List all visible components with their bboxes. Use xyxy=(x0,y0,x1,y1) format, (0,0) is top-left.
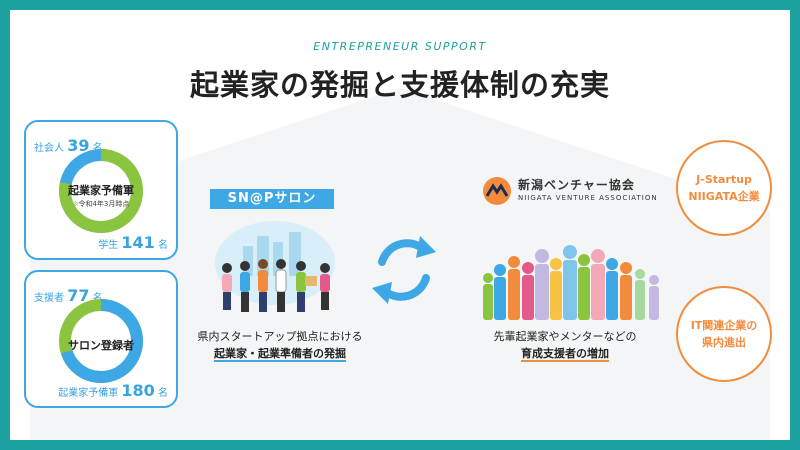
silhouette xyxy=(550,258,562,320)
stat-bottom-value: 180 xyxy=(121,381,155,400)
circle-line2: 県内進出 xyxy=(701,336,746,349)
note-text: 令和4年3月時点 xyxy=(78,200,130,208)
it-companies-circle: IT関連企業の 県内進出 xyxy=(676,286,772,382)
stat-bottom-label: 起業家予備軍 xyxy=(58,388,119,399)
note-mark: ※ xyxy=(72,200,79,208)
team-illustration xyxy=(215,221,335,312)
stat-top-value: 39 xyxy=(67,136,90,155)
stat-top-label: 社会人 xyxy=(34,143,64,154)
donut-main-segment xyxy=(59,149,143,233)
circle-line1: IT関連企業の xyxy=(690,319,758,332)
nva-caption-line1: 先輩起業家やメンターなどの xyxy=(493,330,637,343)
nva-subtitle: NIIGATA VENTURE ASSOCIATION xyxy=(518,194,658,202)
stat-card-entrepreneurs: 社会人 39 名 起業家予備軍 ※令和4年3月時点 学生 141 名 xyxy=(24,120,178,260)
person-figure xyxy=(258,259,268,312)
person-figure xyxy=(222,263,232,310)
silhouette xyxy=(620,262,632,320)
silhouette xyxy=(535,249,549,320)
nva-name: 新潟ベンチャー協会 xyxy=(518,178,635,192)
nva-caption-highlight: 育成支援者の増加 xyxy=(521,347,609,362)
page-title: 起業家の発掘と支援体制の充実 xyxy=(189,68,610,102)
person-figure xyxy=(320,263,330,310)
snap-salon-badge: SN@Pサロン xyxy=(210,189,334,209)
circle-line1: J-Startup xyxy=(696,173,752,186)
silhouette xyxy=(591,249,605,320)
stat-top-value: 77 xyxy=(67,286,90,305)
silhouette xyxy=(606,258,618,320)
snap-caption-line1: 県内スタートアップ拠点における xyxy=(197,330,363,343)
donut-chart xyxy=(59,149,143,233)
stat-top: 支援者 77 名 xyxy=(34,286,103,305)
person-figure xyxy=(275,259,287,312)
silhouette xyxy=(563,245,577,320)
person-figure xyxy=(296,261,317,312)
snap-caption: 県内スタートアップ拠点における 起業家・起業準備者の発掘 xyxy=(170,328,390,362)
silhouette xyxy=(578,254,590,320)
donut-center-label: 起業家予備軍 xyxy=(68,184,134,197)
cycle-arrows-icon xyxy=(372,236,436,304)
donut-center-note: ※令和4年3月時点 xyxy=(56,199,146,209)
stat-bottom-value: 141 xyxy=(121,233,155,252)
slide: ENTREPRENEUR SUPPORT 起業家の発掘と支援体制の充実 社会人 … xyxy=(10,10,790,440)
person-figure xyxy=(240,261,250,312)
silhouette xyxy=(635,269,645,320)
crowd-silhouettes xyxy=(483,245,659,320)
silhouette xyxy=(494,264,506,320)
nva-logo-icon xyxy=(483,177,511,205)
silhouette xyxy=(522,262,534,320)
stat-bottom-unit: 名 xyxy=(158,240,168,251)
circle-line2: NIIGATA企業 xyxy=(688,190,760,203)
donut-chart xyxy=(59,299,143,383)
j-startup-circle: J-Startup NIIGATA企業 xyxy=(676,140,772,236)
background-shape xyxy=(30,88,770,440)
stat-top-unit: 名 xyxy=(92,143,103,154)
donut-center-label: サロン登録者 xyxy=(68,339,134,352)
eyebrow-label: ENTREPRENEUR SUPPORT xyxy=(313,40,487,53)
stat-top-label: 支援者 xyxy=(34,293,64,304)
stat-top: 社会人 39 名 xyxy=(34,136,103,155)
nva-caption: 先輩起業家やメンターなどの 育成支援者の増加 xyxy=(465,328,665,362)
stat-top-unit: 名 xyxy=(92,293,103,304)
stat-card-salon: 支援者 77 名 サロン登録者 起業家予備軍 180 名 xyxy=(24,270,178,408)
silhouette xyxy=(508,256,520,320)
stat-bottom: 起業家予備軍 180 名 xyxy=(58,381,168,400)
stat-bottom-label: 学生 xyxy=(98,240,119,251)
stat-bottom-unit: 名 xyxy=(158,388,168,399)
stat-bottom: 学生 141 名 xyxy=(98,233,168,252)
donut-main-segment xyxy=(59,299,143,383)
silhouette xyxy=(649,275,659,320)
snap-caption-highlight: 起業家・起業準備者の発掘 xyxy=(214,347,346,362)
silhouette xyxy=(483,273,493,320)
